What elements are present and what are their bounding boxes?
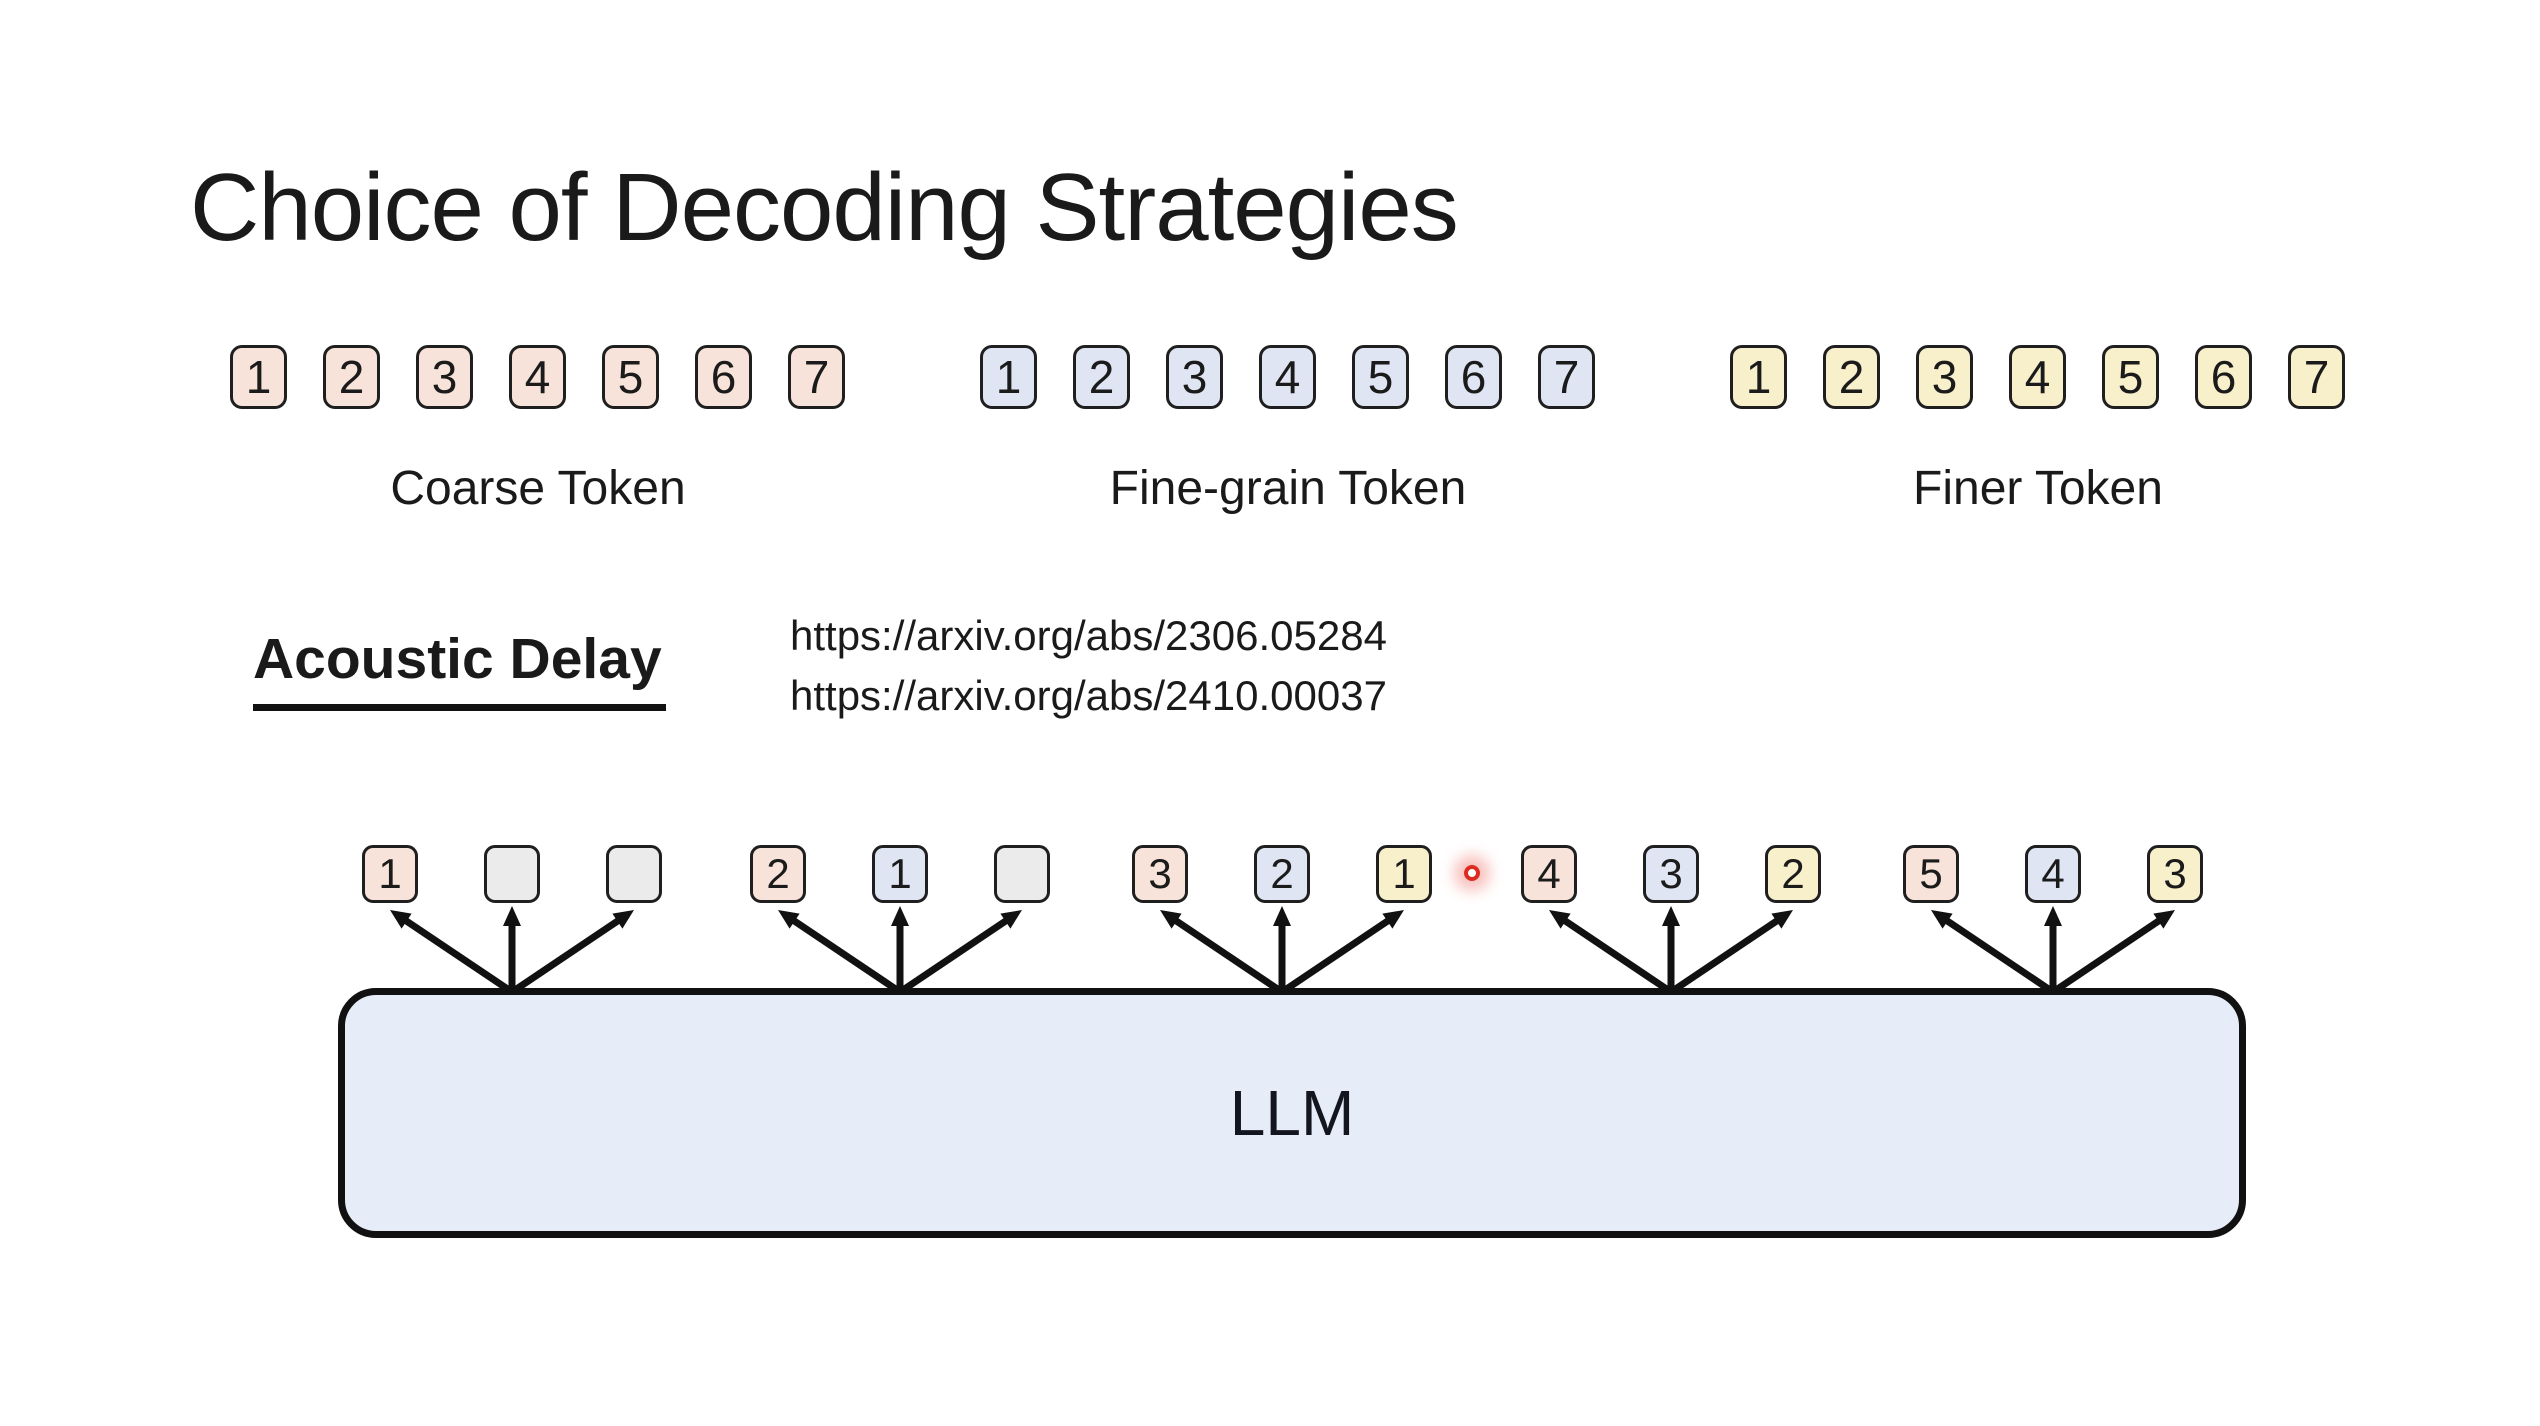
output-token-coarse-1: 1 xyxy=(362,845,418,903)
output-token-coarse-3: 3 xyxy=(1132,845,1188,903)
token-row-label: Finer Token xyxy=(1913,462,2163,515)
token-coarse-6: 6 xyxy=(695,345,752,409)
output-token-finer-1: 1 xyxy=(1376,845,1432,903)
token-fine-1: 1 xyxy=(980,345,1037,409)
arxiv-url-2[interactable]: https://arxiv.org/abs/2410.00037 xyxy=(790,672,1387,719)
arxiv-url-1[interactable]: https://arxiv.org/abs/2306.05284 xyxy=(790,612,1387,659)
llm-output-arrows xyxy=(390,906,2175,992)
output-token-finer-2: 2 xyxy=(1765,845,1821,903)
token-finer-4: 4 xyxy=(2009,345,2066,409)
token-finer-5: 5 xyxy=(2102,345,2159,409)
llm-box: LLM xyxy=(338,988,2246,1238)
token-fine-5: 5 xyxy=(1352,345,1409,409)
output-token-fine-1: 1 xyxy=(872,845,928,903)
token-finer-1: 1 xyxy=(1730,345,1787,409)
output-group-5: 5 4 3 xyxy=(1903,845,2203,903)
output-token-finer-3: 3 xyxy=(2147,845,2203,903)
output-token-empty xyxy=(606,845,662,903)
output-group-4: 4 3 2 xyxy=(1521,845,1821,903)
token-finer-3: 3 xyxy=(1916,345,1973,409)
token-fine-6: 6 xyxy=(1445,345,1502,409)
output-token-fine-4: 4 xyxy=(2025,845,2081,903)
token-row-label: Coarse Token xyxy=(390,462,686,515)
acoustic-delay-heading: Acoustic Delay xyxy=(253,626,666,711)
token-finer-6: 6 xyxy=(2195,345,2252,409)
output-group-3: 3 2 1 xyxy=(1132,845,1432,903)
laser-pointer-dot xyxy=(1464,865,1480,881)
output-group-1: 1 xyxy=(362,845,662,903)
token-coarse-3: 3 xyxy=(416,345,473,409)
token-finer-7: 7 xyxy=(2288,345,2345,409)
arxiv-url-list: https://arxiv.org/abs/2306.05284 https:/… xyxy=(790,606,1387,726)
token-coarse-2: 2 xyxy=(323,345,380,409)
output-token-coarse-5: 5 xyxy=(1903,845,1959,903)
token-finer-2: 2 xyxy=(1823,345,1880,409)
token-fine-4: 4 xyxy=(1259,345,1316,409)
token-coarse-7: 7 xyxy=(788,345,845,409)
output-token-coarse-4: 4 xyxy=(1521,845,1577,903)
token-row-label: Fine-grain Token xyxy=(1109,462,1467,515)
output-token-empty xyxy=(994,845,1050,903)
token-coarse-5: 5 xyxy=(602,345,659,409)
token-coarse-4: 4 xyxy=(509,345,566,409)
output-token-coarse-2: 2 xyxy=(750,845,806,903)
output-token-fine-2: 2 xyxy=(1254,845,1310,903)
llm-label: LLM xyxy=(1229,1077,1355,1149)
token-fine-3: 3 xyxy=(1166,345,1223,409)
output-token-fine-3: 3 xyxy=(1643,845,1699,903)
output-token-empty xyxy=(484,845,540,903)
slide-title: Choice of Decoding Strategies xyxy=(190,154,1459,261)
token-coarse-1: 1 xyxy=(230,345,287,409)
token-fine-7: 7 xyxy=(1538,345,1595,409)
token-fine-2: 2 xyxy=(1073,345,1130,409)
